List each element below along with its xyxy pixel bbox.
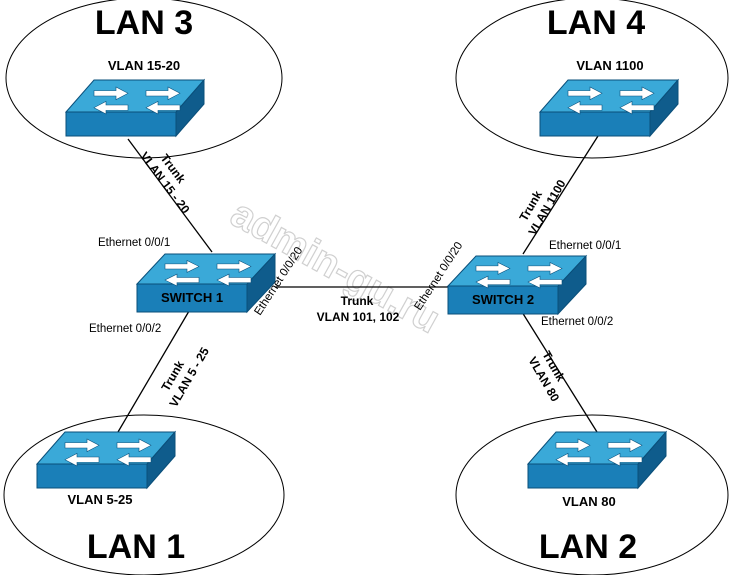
- sw2-port-up: Ethernet 0/0/1: [549, 240, 621, 252]
- switch1-label: SWITCH 1: [161, 290, 223, 305]
- svg-text:VLAN 101, 102: VLAN 101, 102: [317, 310, 400, 324]
- trunk-lan4-sw2: Trunk VLAN 1100: [516, 177, 568, 238]
- switch2-label: SWITCH 2: [472, 292, 534, 307]
- switch1-icon: [135, 252, 277, 314]
- lan2-switch-icon: [526, 430, 668, 490]
- link-lan1-sw1: [117, 305, 193, 433]
- lan4-vlan-label: VLAN 1100: [576, 58, 643, 73]
- lan1-title: LAN 1: [87, 528, 185, 566]
- sw2-port-down: Ethernet 0/0/2: [541, 316, 613, 328]
- lan4-switch-icon: [538, 78, 680, 138]
- trunk-sw1-sw2: Trunk VLAN 101, 102: [317, 294, 400, 324]
- lan3-vlan-label: VLAN 15-20: [108, 58, 180, 73]
- lan2-vlan-label: VLAN 80: [562, 494, 615, 509]
- lan2-title: LAN 2: [539, 528, 637, 566]
- link-lan2-sw2: [521, 311, 598, 433]
- lan3-switch-icon: [64, 78, 206, 138]
- trunk-lan1-sw1: Trunk VLAN 5 - 25: [158, 345, 212, 410]
- switch2-icon: [446, 254, 588, 316]
- sw1-port-up: Ethernet 0/0/1: [98, 237, 170, 249]
- lan1-vlan-label: VLAN 5-25: [67, 492, 132, 507]
- trunk-lan2-sw2: Trunk VLAN 80: [525, 349, 568, 405]
- link-lan3-sw1: [127, 138, 213, 253]
- lan3-title: LAN 3: [95, 4, 193, 42]
- lan4-title: LAN 4: [547, 4, 645, 42]
- sw1-port-down: Ethernet 0/0/2: [89, 323, 161, 335]
- link-lan4-sw2: [522, 135, 599, 255]
- svg-text:Trunk: Trunk: [341, 294, 374, 308]
- lan1-switch-icon: [35, 430, 177, 490]
